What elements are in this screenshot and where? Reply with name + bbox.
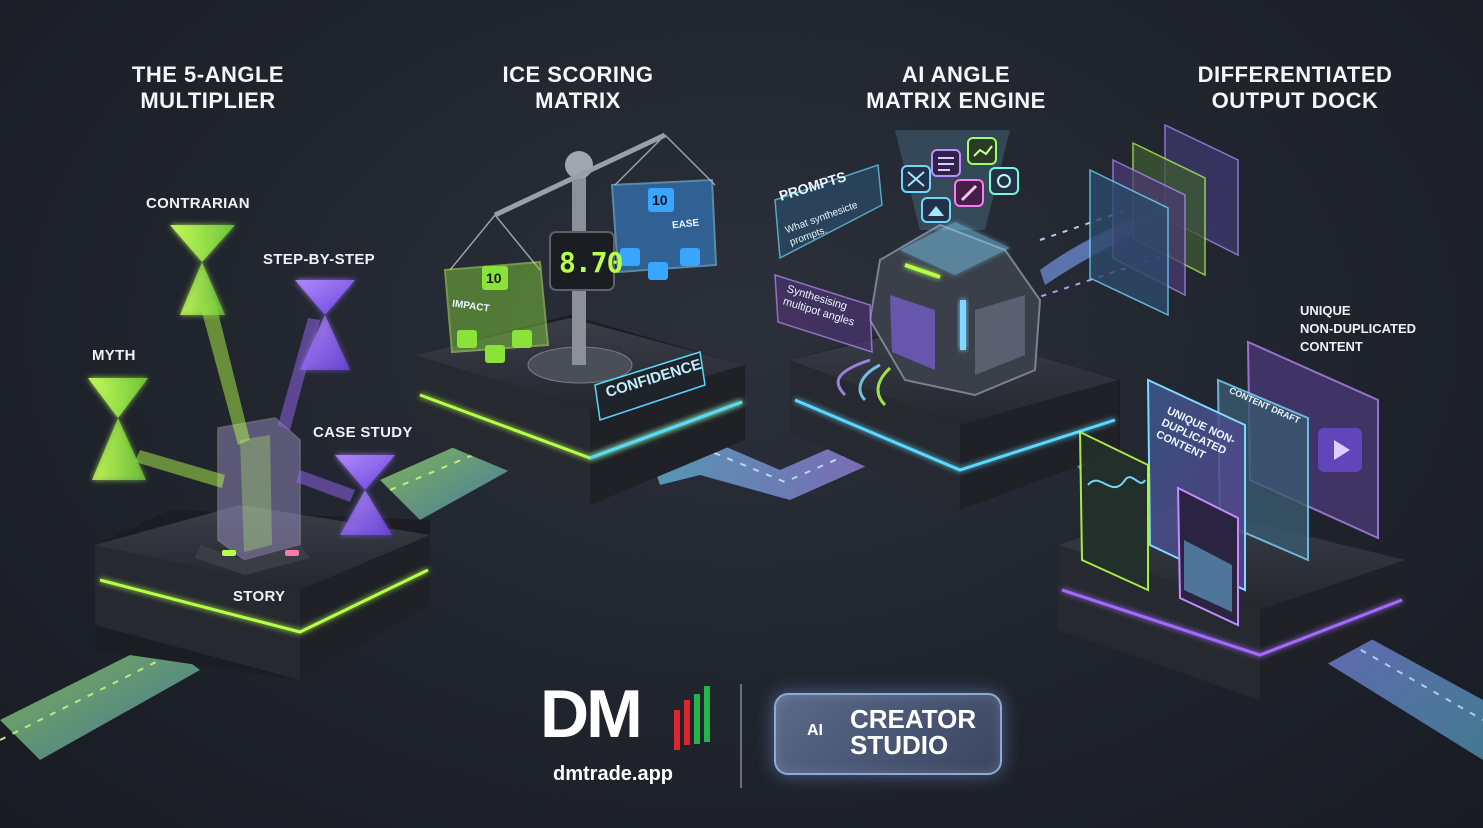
- site-url: dmtrade.app: [553, 763, 674, 785]
- angle-label-myth: MYTH: [92, 347, 136, 364]
- prism-contrarian: [170, 225, 235, 315]
- prism-led-pink: [285, 550, 299, 556]
- prompt-panels: [774, 163, 883, 354]
- floating-cards: [1089, 123, 1239, 317]
- angle-label-contrarian: CONTRARIAN: [146, 195, 250, 212]
- prism-led-green: [222, 550, 236, 556]
- prism-case-study: [335, 455, 395, 535]
- angle-label-case-study: CASE STUDY: [313, 424, 413, 441]
- dm-logo: DM: [540, 676, 643, 752]
- badge-ai-label: AI: [807, 722, 823, 739]
- output-callout: UNIQUE NON-DUPLICATED CONTENT: [1300, 303, 1417, 354]
- box-left: [443, 260, 550, 363]
- brand-divider: [740, 684, 742, 788]
- gear-icon: [989, 167, 1019, 195]
- engine-icons: [901, 137, 1019, 223]
- section-title-multiplier: THE 5-ANGLE MULTIPLIER: [131, 62, 285, 113]
- central-prism: [195, 417, 310, 575]
- pipe-in-left: [0, 640, 200, 760]
- output-screens: [1078, 340, 1379, 627]
- section-title-ice: ICE SCORING MATRIX: [502, 62, 654, 113]
- engine-cables: [836, 358, 892, 407]
- angle-label-step-by-step: STEP-BY-STEP: [263, 251, 375, 268]
- angle-label-story: STORY: [233, 588, 286, 605]
- gauge-display: [549, 231, 615, 291]
- right-box-score: 10: [652, 192, 668, 208]
- box-right: [610, 178, 718, 280]
- pipe-1-to-2: [380, 440, 510, 520]
- confidence-plate: [594, 351, 706, 421]
- prism-step-by-step: [295, 280, 355, 370]
- section-title-engine: AI ANGLE MATRIX ENGINE: [866, 62, 1046, 113]
- platform-multiplier: [95, 505, 430, 680]
- prism-beams: [135, 300, 355, 502]
- badge-title: CREATOR STUDIO: [850, 704, 977, 760]
- ice-score-readout: 8.70: [559, 246, 623, 279]
- prism-myth: [88, 378, 148, 480]
- left-box-score: 10: [486, 270, 502, 286]
- logo-bars: [674, 686, 710, 750]
- engine-cube: [868, 222, 1042, 397]
- creator-studio-badge: [774, 693, 1002, 775]
- section-title-output: DIFFERENTIATED OUTPUT DOCK: [1197, 62, 1393, 113]
